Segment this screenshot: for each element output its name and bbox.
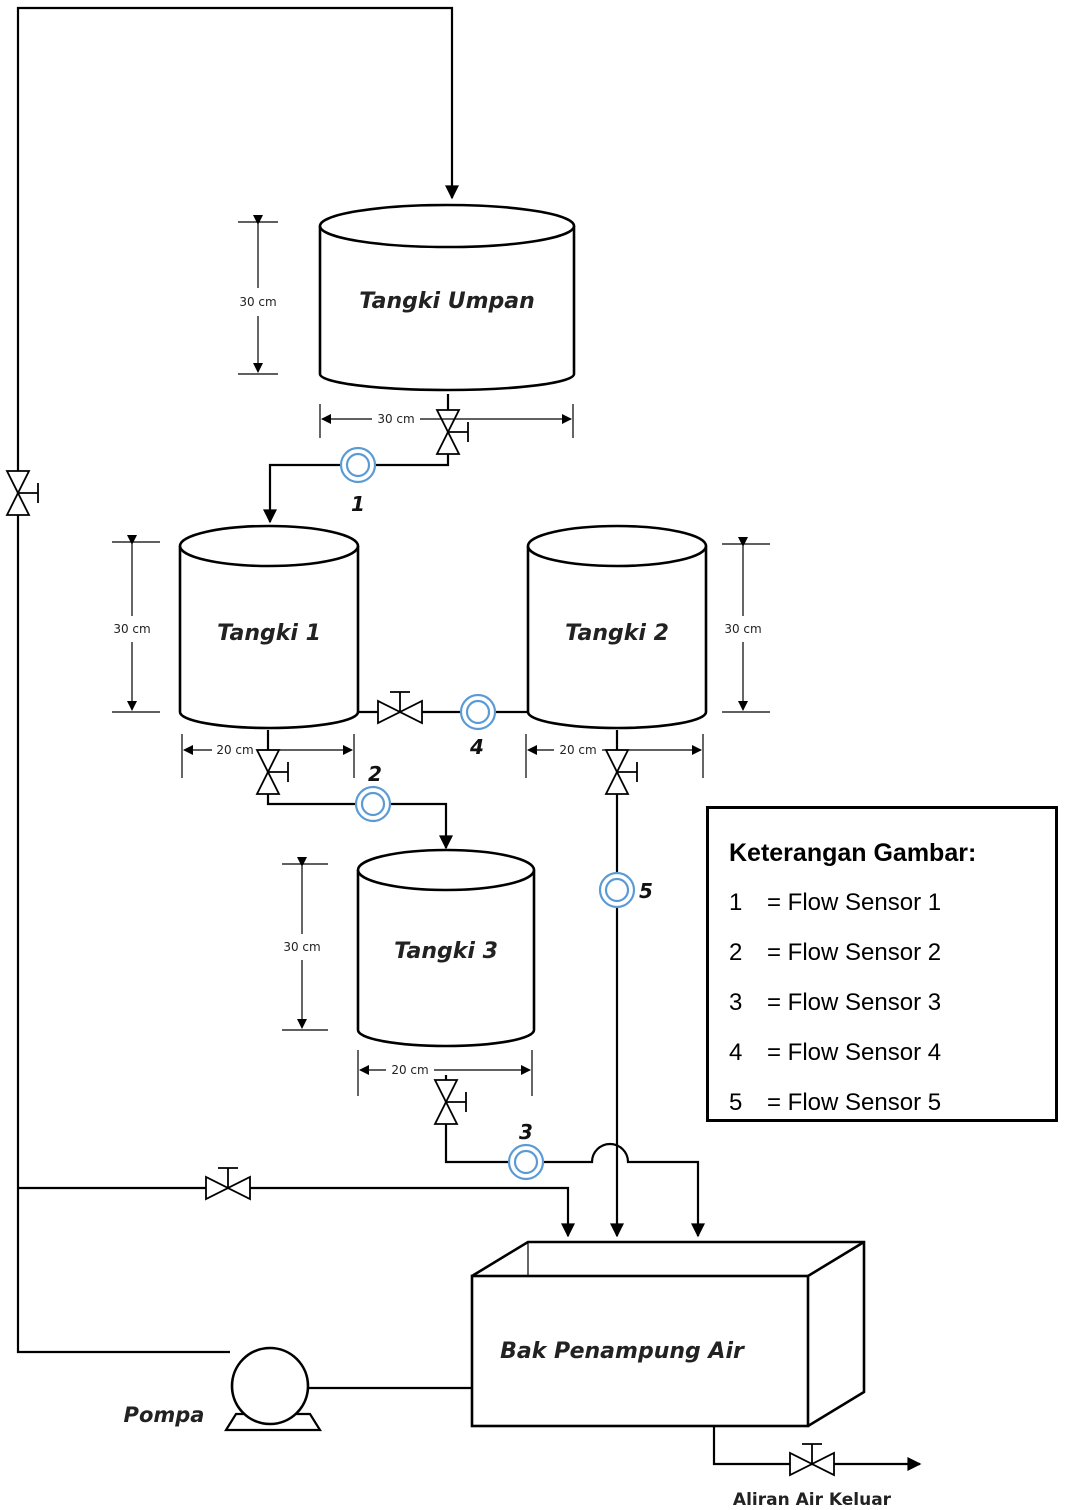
dimension-t3-width: 20 cm (357, 1050, 533, 1096)
dimension-t2-width: 20 cm (525, 734, 704, 778)
tank-2-label: Tangki 2 (565, 621, 669, 646)
valve-tank2-outlet-icon (604, 749, 638, 795)
legend-item-number: 4 (729, 1039, 743, 1066)
legend-box: Keterangan Gambar: 1 = Flow Sensor 1 2 = F… (706, 806, 1058, 1122)
reservoir-box (470, 1240, 866, 1428)
legend-item-number: 5 (729, 1089, 743, 1116)
dimension-umpan-width: 30 cm (319, 404, 574, 438)
legend-item: 4 = Flow Sensor 4 (729, 1039, 941, 1067)
tank-3-label: Tangki 3 (394, 939, 498, 964)
dimension-umpan-height: 30 cm (238, 215, 278, 375)
legend-item: 2 = Flow Sensor 2 (729, 939, 941, 967)
legend-item-text: = Flow Sensor 1 (767, 889, 942, 916)
legend-item-number: 2 (729, 939, 743, 966)
legend-item-text: = Flow Sensor 4 (767, 1039, 942, 1066)
legend-item: 3 = Flow Sensor 3 (729, 989, 941, 1017)
valve-tank1-tank2-icon (377, 691, 423, 725)
bypass-pipe (18, 1186, 575, 1238)
sensor-number-3: 3 (519, 1120, 533, 1144)
tank3-to-reservoir-pipe (444, 1075, 705, 1238)
sensor-number-4: 4 (469, 735, 484, 759)
legend-item-number: 3 (729, 989, 743, 1016)
tank-3 (356, 848, 536, 1048)
dim-label-t3-width: 20 cm (391, 1063, 428, 1077)
dimension-t2-height: 30 cm (722, 537, 770, 713)
dim-label-umpan-width: 30 cm (377, 412, 414, 426)
tank-1 (178, 524, 360, 730)
legend-item-text: = Flow Sensor 2 (767, 939, 942, 966)
valve-bypass-icon (205, 1167, 251, 1201)
dim-label-t1-height: 30 cm (113, 622, 150, 636)
tank1-to-tank3-pipe (266, 730, 453, 850)
valve-tank3-outlet-icon (433, 1079, 467, 1125)
valve-umpan-outlet-icon (435, 409, 469, 455)
flow-sensor-1-icon (339, 446, 377, 484)
flow-sensor-4-icon (459, 693, 497, 731)
tank-umpan (318, 203, 576, 392)
tank-1-label: Tangki 1 (217, 621, 321, 646)
flow-sensor-3-icon (507, 1143, 545, 1181)
legend-item-text: = Flow Sensor 5 (767, 1089, 942, 1116)
pump-icon (224, 1346, 322, 1432)
valve-recirculation-icon (5, 470, 39, 516)
dimension-t3-height: 30 cm (282, 857, 328, 1031)
legend-item-text: = Flow Sensor 3 (767, 989, 942, 1016)
legend-item-number: 1 (729, 889, 743, 916)
flow-sensor-2-icon (354, 785, 392, 823)
dim-label-t2-width: 20 cm (559, 743, 596, 757)
tank-2 (526, 524, 708, 730)
legend-item: 5 = Flow Sensor 5 (729, 1089, 941, 1117)
dim-label-t3-height: 30 cm (283, 940, 320, 954)
dim-label-umpan-height: 30 cm (239, 295, 276, 309)
sensor-number-2: 2 (368, 762, 382, 786)
sensor-number-1: 1 (351, 492, 365, 516)
sensor-number-5: 5 (639, 879, 653, 903)
tank-umpan-label: Tangki Umpan (359, 289, 535, 314)
legend-title: Keterangan Gambar: (729, 839, 977, 867)
reservoir-label: Bak Penampung Air (500, 1339, 745, 1364)
pump-label: Pompa (124, 1403, 205, 1427)
dimension-t1-height: 30 cm (112, 535, 160, 713)
dim-label-t1-width: 20 cm (216, 743, 253, 757)
legend-item: 1 = Flow Sensor 1 (729, 889, 941, 917)
outlet-label: Aliran Air Keluar (733, 1490, 892, 1510)
dim-label-t2-height: 30 cm (724, 622, 761, 636)
valve-tank1-outlet-icon (255, 749, 289, 795)
dimension-t1-width: 20 cm (181, 734, 355, 778)
flow-sensor-5-icon (598, 871, 636, 909)
valve-outlet-icon (789, 1443, 835, 1477)
outlet-pipe (712, 1426, 922, 1471)
recirculation-pipe (16, 6, 459, 1354)
